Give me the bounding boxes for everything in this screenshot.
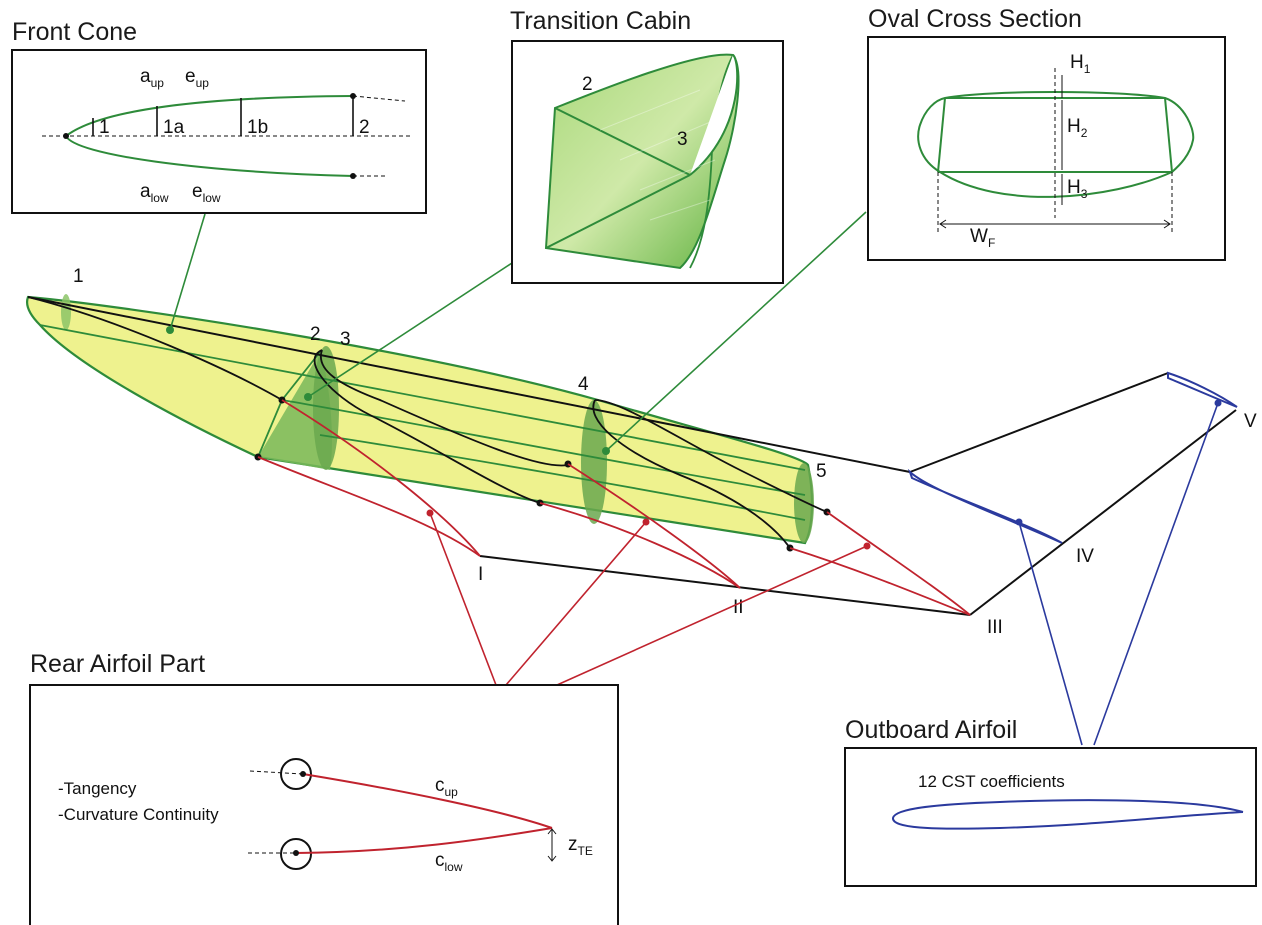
- front-cone-e-up: eup: [185, 66, 209, 90]
- outboard-airfoil-note: 12 CST coefficients: [918, 772, 1065, 791]
- wing-section-label-V: V: [1244, 411, 1257, 432]
- station-label-1: 1: [73, 266, 84, 287]
- front-cone-station-2: 2: [359, 117, 370, 138]
- station-label-4: 4: [578, 374, 589, 395]
- rear-airfoil-c-up: cup: [435, 775, 458, 799]
- rear-airfoil-panel: [29, 684, 619, 925]
- oval-cross-section-panel: [867, 36, 1226, 261]
- leader-lines: [169, 211, 1219, 746]
- rear-airfoil-title: Rear Airfoil Part: [30, 650, 205, 678]
- outboard-airfoil-title: Outboard Airfoil: [845, 716, 1017, 744]
- rear-airfoil-note-curvature: -Curvature Continuity: [58, 805, 219, 824]
- rear-airfoil-c-low: clow: [435, 850, 463, 874]
- oval-h3-label: H3: [1067, 177, 1088, 201]
- front-cone-sketch: [42, 93, 410, 179]
- wing-section-label-II: II: [733, 597, 744, 618]
- fuselage-section-4: [581, 400, 607, 524]
- front-cone-station-1: 1: [99, 117, 110, 138]
- fuselage-body: [26, 294, 911, 552]
- fuselage-surface: [26, 295, 814, 545]
- rear-airfoil-z-te: zTE: [568, 834, 593, 858]
- front-cone-station-1a: 1a: [163, 117, 185, 138]
- front-cone-station-1b: 1b: [247, 117, 268, 138]
- fuselage-section-2: [258, 352, 332, 470]
- transition-cabin-sketch: [544, 53, 740, 270]
- front-cone-panel: [11, 49, 427, 214]
- oval-h2-label: H2: [1067, 116, 1088, 140]
- front-cone-a-low: alow: [140, 181, 169, 205]
- rear-airfoil-curves: [257, 399, 971, 616]
- oval-wf-label: WF: [970, 226, 995, 250]
- oval-h1-label: H1: [1070, 52, 1091, 76]
- front-cone-a-up: aup: [140, 66, 164, 90]
- wing-section-label-I: I: [478, 564, 483, 585]
- fuselage-section-5: [794, 463, 814, 543]
- front-cone-title: Front Cone: [12, 18, 137, 46]
- front-cone-e-low: elow: [192, 181, 221, 205]
- wing-section-label-IV: IV: [1076, 546, 1094, 567]
- station-label-2: 2: [310, 324, 321, 345]
- oval-cross-section-title: Oval Cross Section: [868, 5, 1082, 33]
- transition-cabin-title: Transition Cabin: [510, 7, 691, 35]
- transition-cabin-label-3: 3: [677, 129, 688, 150]
- station-label-5: 5: [816, 461, 827, 482]
- oval-cross-section-sketch: [917, 68, 1195, 232]
- outboard-airfoil-panel: [844, 747, 1257, 887]
- rear-airfoil-sketch: [248, 758, 557, 870]
- rear-airfoil-note-tangency: -Tangency: [58, 779, 137, 798]
- transition-cabin-label-2: 2: [582, 74, 593, 95]
- outboard-airfoil-shape: [892, 799, 1244, 830]
- station-label-3: 3: [340, 329, 351, 350]
- fuselage-section-1: [61, 294, 71, 330]
- wing-section-label-III: III: [987, 617, 1003, 638]
- wing-planform: [479, 371, 1238, 616]
